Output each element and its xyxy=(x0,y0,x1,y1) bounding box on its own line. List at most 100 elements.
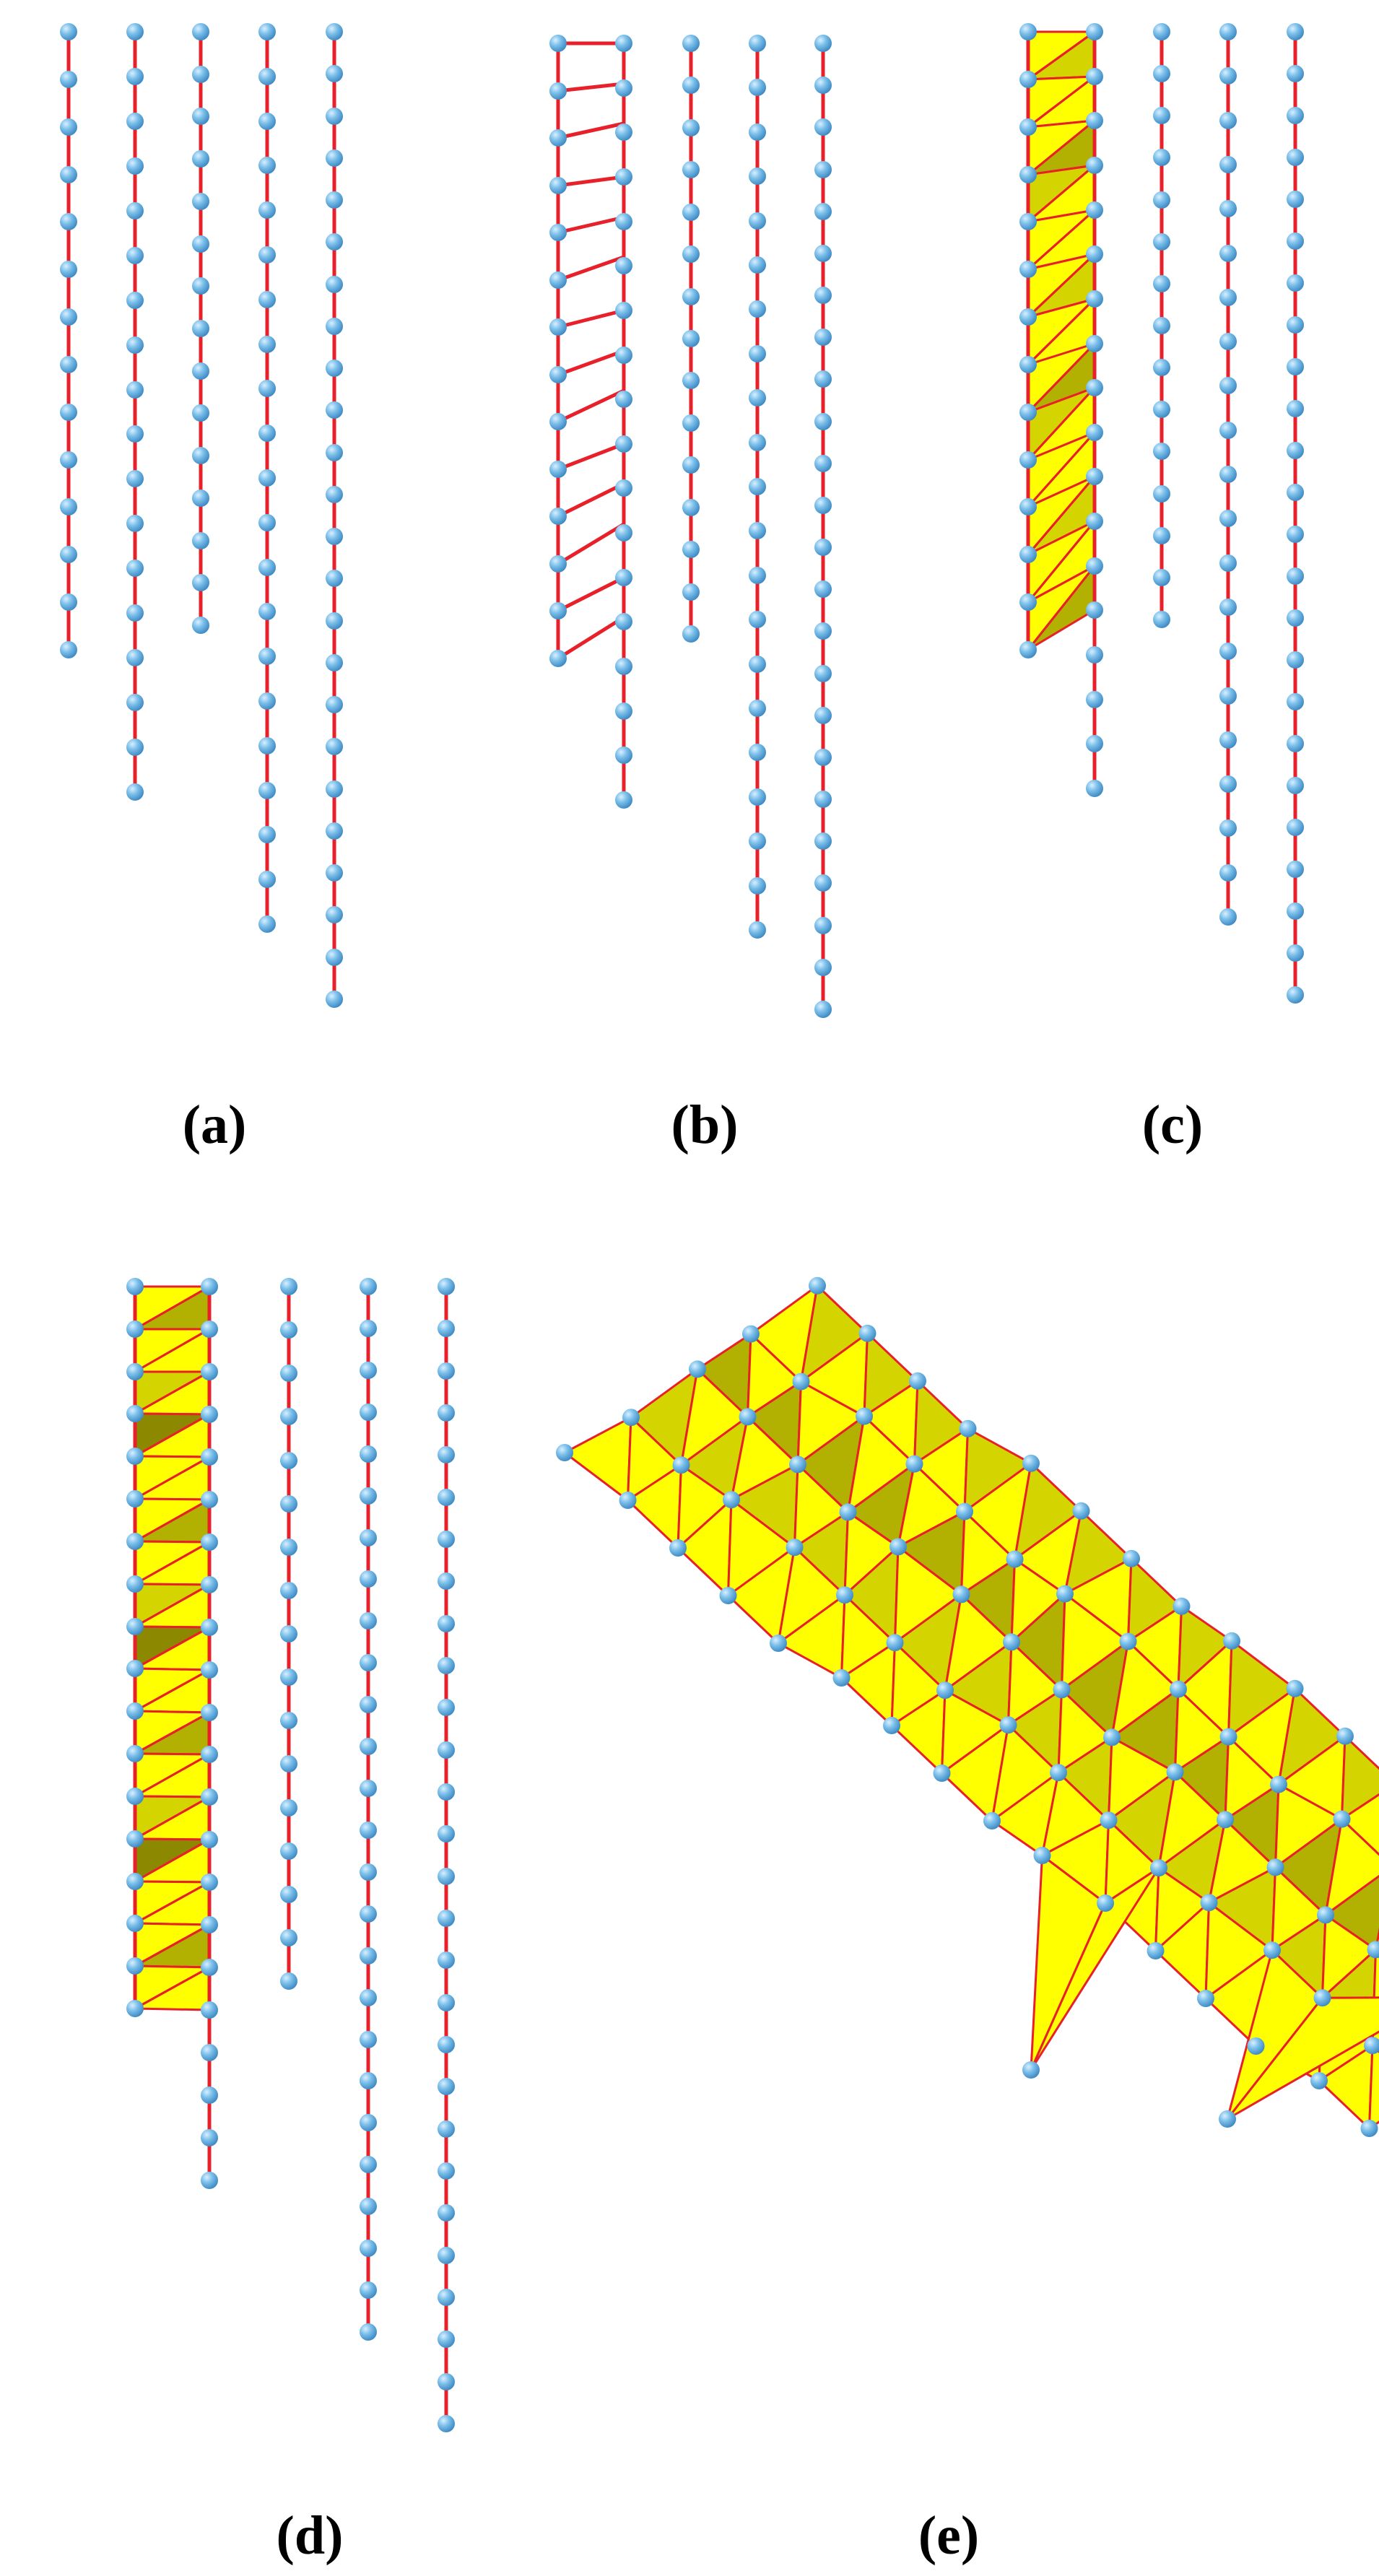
d-chain-3-node xyxy=(360,1989,377,2006)
e-mesh-node xyxy=(789,1455,806,1474)
d-chain-3-node xyxy=(360,1947,377,1964)
c-chain-3-node xyxy=(1219,819,1237,837)
c-chain-4-node xyxy=(1287,484,1304,501)
c-chain-3-node xyxy=(1219,422,1237,439)
a-chain-1-node xyxy=(126,649,144,666)
b-chain-0-node xyxy=(549,650,567,667)
a-chain-3-node xyxy=(258,291,276,308)
c-chain-0-node xyxy=(1019,71,1037,88)
d-chain-2-node xyxy=(280,1278,297,1295)
b-chain-4-node xyxy=(814,1001,832,1018)
d-strip-diagonal xyxy=(134,1583,211,1628)
e-mesh-node xyxy=(1100,1811,1118,1829)
a-chain-0-node xyxy=(60,166,77,183)
a-chain-3-node xyxy=(258,425,276,442)
d-chain-0-node xyxy=(126,1490,144,1507)
a-chain-3-node xyxy=(258,692,276,710)
d-strip-diagonal xyxy=(134,1413,211,1458)
c-chain-4-node xyxy=(1287,316,1304,334)
d-chain-0-node xyxy=(126,1660,144,1677)
e-mesh-node xyxy=(883,1717,900,1734)
d-chain-3-node xyxy=(360,1320,377,1337)
d-chain-1-node xyxy=(201,1406,218,1423)
b-chain-1-node xyxy=(615,658,632,675)
b-chain-0-node xyxy=(549,602,567,619)
c-chain-2-node xyxy=(1153,611,1170,628)
d-chain-1-node xyxy=(201,2087,218,2104)
c-chain-0-node xyxy=(1019,261,1037,278)
e-mesh-node xyxy=(999,1716,1017,1734)
e-mesh-node xyxy=(952,1585,970,1604)
a-chain-0-node xyxy=(60,356,77,373)
c-chain-2-node xyxy=(1153,569,1170,586)
c-chain-1-node xyxy=(1086,290,1103,308)
b-chain-3-node xyxy=(749,611,766,628)
b-rung-edge xyxy=(556,215,626,235)
c-chain-0-node xyxy=(1019,166,1037,183)
d-chain-0-node xyxy=(126,1575,144,1593)
b-chain-4-node xyxy=(814,370,832,388)
b-rung-edge xyxy=(556,482,626,518)
e-mesh-node xyxy=(1266,1858,1284,1876)
e-mesh-node xyxy=(1197,1990,1214,2007)
b-chain-0-node xyxy=(549,177,567,194)
c-chain-4-node xyxy=(1287,567,1304,585)
d-chain-2-node xyxy=(280,1886,297,1903)
e-mesh-node xyxy=(1166,1763,1184,1781)
c-chain-2-node xyxy=(1153,527,1170,544)
a-chain-4-node xyxy=(326,570,343,587)
b-chain-4-node xyxy=(814,203,832,220)
c-chain-3-node xyxy=(1219,643,1237,660)
a-chain-2-node xyxy=(192,150,209,167)
e-mesh-node xyxy=(669,1539,687,1557)
e-mesh-node xyxy=(1022,1454,1040,1472)
c-chain-3-node xyxy=(1219,333,1237,350)
e-mesh-node xyxy=(909,1372,926,1390)
d-chain-0-node xyxy=(126,1448,144,1465)
b-chain-3-node xyxy=(749,877,766,895)
b-chain-4-node xyxy=(814,287,832,304)
a-chain-4-node xyxy=(326,318,343,335)
c-strip-diagonal xyxy=(1027,30,1096,81)
a-chain-4-node xyxy=(326,696,343,713)
a-chain-1-node xyxy=(126,68,144,85)
b-chain-4-node xyxy=(814,917,832,934)
c-chain-4-node xyxy=(1287,777,1304,794)
a-chain-3-node xyxy=(258,826,276,843)
a-chain-1-node xyxy=(126,336,144,354)
a-chain-0-node xyxy=(60,213,77,230)
d-chain-4-node xyxy=(438,1320,455,1337)
d-chain-2-node xyxy=(280,1799,297,1816)
a-chain-1-node xyxy=(126,113,144,130)
a-chain-0-node xyxy=(60,641,77,658)
d-chain-1-node xyxy=(201,2129,218,2146)
c-chain-4-node xyxy=(1287,23,1304,40)
b-chain-2-node xyxy=(682,372,700,389)
c-chain-0-node xyxy=(1019,593,1037,611)
e-mesh-node xyxy=(1103,1728,1121,1746)
a-chain-4-node xyxy=(326,949,343,966)
b-rung-edge xyxy=(556,255,626,282)
b-chain-0-node xyxy=(549,366,567,383)
b-chain-0-node xyxy=(549,35,567,52)
d-chain-1-node xyxy=(201,1576,218,1593)
c-chain-3-node xyxy=(1219,775,1237,793)
panel-c-label: (c) xyxy=(1142,1095,1203,1155)
c-strip-diagonal xyxy=(1027,297,1096,366)
a-chain-4-node xyxy=(326,360,343,377)
e-mesh-node xyxy=(1367,1941,1379,1959)
b-chain-0-node xyxy=(549,555,567,573)
d-strip-diagonal xyxy=(134,1668,211,1713)
e-mesh-node xyxy=(1333,1810,1351,1828)
c-chain-1-node xyxy=(1086,424,1103,441)
d-chain-2-node xyxy=(280,1625,297,1642)
a-chain-1-node xyxy=(126,157,144,175)
a-chain-1-node xyxy=(126,425,144,443)
c-chain-2-node xyxy=(1153,485,1170,502)
b-chain-4-node xyxy=(814,245,832,262)
e-mesh-node xyxy=(1003,1633,1020,1651)
panel-c-faces xyxy=(1027,30,1096,651)
a-chain-3-node xyxy=(258,246,276,264)
a-chain-1-node xyxy=(126,247,144,264)
d-chain-4-node xyxy=(438,2120,455,2138)
